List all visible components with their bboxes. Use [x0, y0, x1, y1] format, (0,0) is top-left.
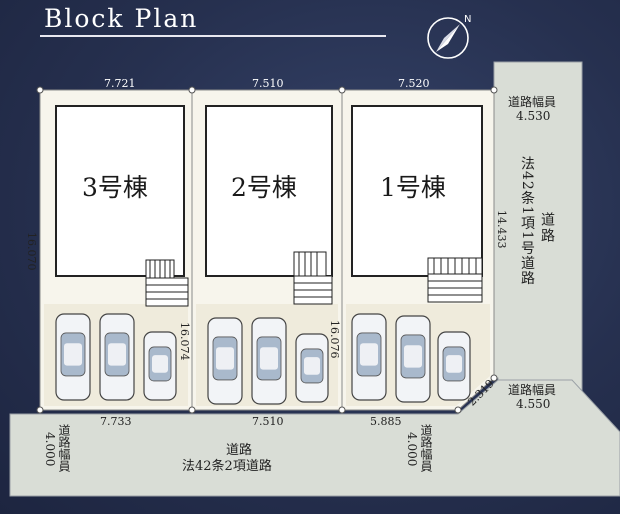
east-road-width-label: 道路幅員: [508, 95, 557, 109]
dim-divider-3-2: 16.074: [178, 322, 191, 361]
car-8: [395, 315, 431, 403]
dim-left: 16.070: [25, 232, 38, 271]
dim-right: 14.433: [495, 210, 508, 249]
car-3: [143, 331, 177, 401]
building-2-label: 2号棟: [231, 173, 297, 202]
dim-top-1: 7.520: [398, 77, 430, 90]
dim-bottom-2: 7.510: [252, 415, 284, 428]
dim-top-3: 7.721: [104, 77, 136, 90]
house-2: [205, 105, 333, 277]
car-5: [251, 317, 287, 405]
compass-n-label: N: [464, 14, 471, 25]
south-road-width-right: 4.000: [405, 432, 419, 467]
car-6: [295, 333, 329, 403]
house-3: [55, 105, 185, 277]
parked-cars: [55, 313, 471, 405]
boundary-markers: [36, 86, 498, 414]
page-title: Block Plan: [44, 4, 199, 33]
car-4: [207, 317, 243, 405]
building-3-label: 3号棟: [82, 173, 148, 202]
south-road-width-label-right: 道路幅員: [419, 424, 433, 472]
car-1: [55, 313, 91, 401]
east-road-width-top: 4.530: [516, 109, 551, 123]
dim-divider-2-1: 16.076: [328, 320, 341, 359]
south-road-word: 道路: [226, 443, 253, 458]
building-1-label: 1号棟: [380, 173, 446, 202]
car-2: [99, 313, 135, 401]
stairs-1: [427, 257, 483, 303]
east-road-width-label-2: 道路幅員: [508, 383, 557, 397]
stairs-3: [145, 259, 189, 307]
east-road-name: 法42条1項1号道路: [519, 156, 535, 286]
south-road-name: 法42条2項道路: [182, 459, 272, 474]
house-1: [351, 105, 483, 277]
car-7: [351, 313, 387, 401]
east-road-width-bottom: 4.550: [516, 397, 551, 411]
dim-bottom-1: 5.885: [370, 415, 402, 428]
stairs-2: [293, 251, 333, 305]
dim-top-2: 7.510: [252, 77, 284, 90]
east-road-word: 道路: [539, 212, 555, 244]
south-road: [9, 379, 620, 497]
south-road-width-label-left: 道路幅員: [57, 424, 71, 472]
title-underline: [40, 35, 386, 37]
south-road-width-left: 4.000: [43, 432, 57, 467]
car-9: [437, 331, 471, 401]
north-arrow-icon: N: [427, 14, 471, 59]
dim-bottom-3: 7.733: [100, 415, 132, 428]
